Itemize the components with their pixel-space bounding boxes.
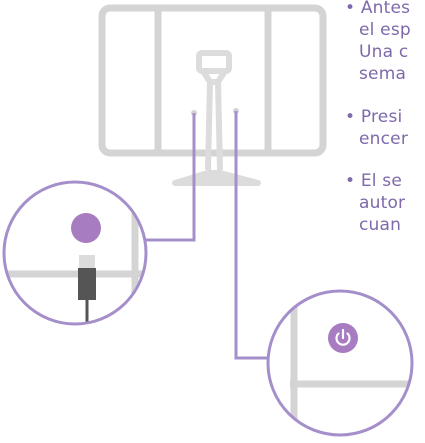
right-callout <box>266 289 414 437</box>
stand-neck-right <box>215 81 223 171</box>
monitor-stand <box>172 50 261 186</box>
power-icon <box>335 328 351 346</box>
leader-line-left <box>146 113 196 242</box>
stand-base <box>172 170 261 186</box>
stand-neck-top <box>200 69 228 85</box>
stand-mount <box>196 50 232 74</box>
cable-plug <box>78 268 96 300</box>
instruction-item-1-line-3: Una c <box>359 42 409 62</box>
instruction-item-2-line-2: encer <box>359 129 409 149</box>
instruction-item-3-line-2: autor <box>359 193 406 213</box>
cable-connector <box>79 255 95 270</box>
instruction-item-2: • Presi encer <box>345 106 408 150</box>
monitor-frame <box>98 4 327 157</box>
instruction-item-3-line-3: cuan <box>359 215 402 235</box>
power-led-dot <box>71 213 101 243</box>
instruction-item-3: • El se autor cuan <box>345 170 405 236</box>
left-callout <box>2 180 148 326</box>
instruction-item-1-line-2: el esp <box>359 20 411 40</box>
callout-leader-lines <box>146 111 268 360</box>
instruction-item-1: • Antes el esp Una c sema <box>345 0 411 85</box>
stand-neck-left <box>205 81 213 171</box>
leader-line-right <box>234 111 268 360</box>
instruction-item-3-line-1: • El se <box>345 171 403 191</box>
instruction-item-1-line-4: sema <box>359 64 407 84</box>
instruction-item-2-line-1: • Presi <box>345 107 403 127</box>
instruction-item-1-line-1: • Antes <box>345 0 411 18</box>
monitor-outline-icon <box>98 4 327 157</box>
